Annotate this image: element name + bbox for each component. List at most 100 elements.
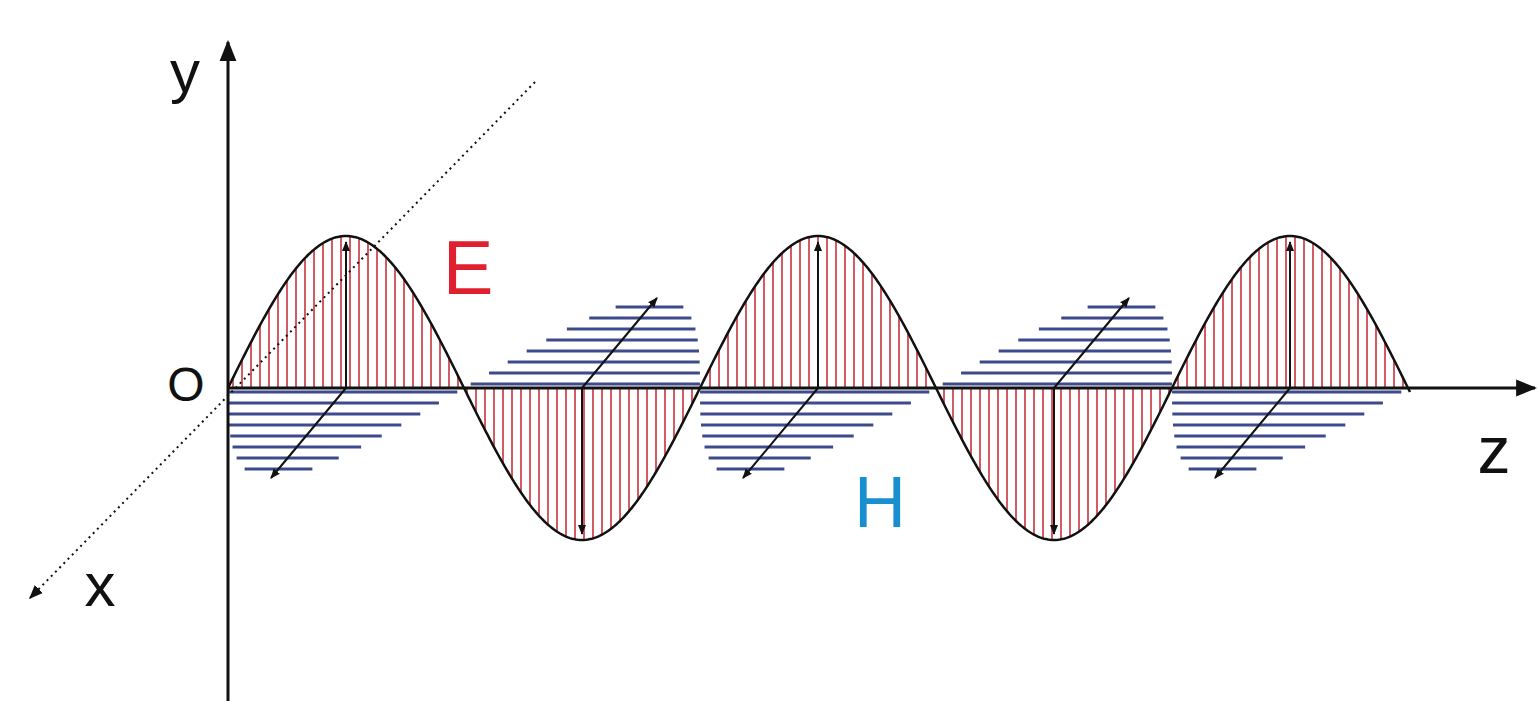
e-hatch-line: [970, 388, 972, 456]
e-hatch-line: [529, 388, 531, 505]
e-hatch-line: [1042, 388, 1044, 538]
e-hatch-line: [1123, 388, 1125, 479]
e-hatch-line: [1051, 388, 1053, 540]
e-hatch-line: [988, 388, 990, 487]
e-hatch-line: [403, 279, 405, 388]
e-hatch-line: [340, 236, 342, 388]
e-hatch-line: [304, 258, 306, 388]
e-hatch-line: [961, 388, 963, 440]
e-vector-arrow: [1289, 242, 1291, 388]
e-hatch-line: [1375, 325, 1377, 388]
e-hatch-line: [547, 388, 549, 525]
e-hatch-line: [1294, 236, 1296, 388]
e-hatch-line: [1024, 388, 1026, 529]
e-hatch-line: [493, 388, 495, 447]
e-hatch-line: [1258, 249, 1260, 388]
e-hatch-line: [574, 388, 576, 539]
e-hatch-line: [718, 350, 720, 388]
e-hatch-line: [835, 240, 837, 388]
e-hatch-line: [1276, 238, 1278, 388]
e-hatch-line: [952, 388, 954, 422]
e-hatch-line: [1141, 388, 1143, 447]
e-hatch-line: [565, 388, 567, 537]
e-hatch-line: [1105, 388, 1107, 505]
e-hatch-line: [682, 388, 684, 422]
e-hatch-line: [907, 333, 909, 388]
e-hatch-line: [1132, 388, 1134, 463]
e-hatch-line: [772, 262, 774, 388]
e-hatch-line: [268, 309, 270, 388]
e-hatch-line: [1033, 388, 1035, 535]
e-hatch-line: [736, 316, 738, 388]
h-vector-arrow: [743, 388, 818, 478]
e-hatch-line: [502, 388, 504, 463]
origin-label: O: [167, 361, 204, 409]
e-hatch-line: [1087, 388, 1089, 525]
e-hatch-line: [1186, 358, 1188, 388]
e-hatch-line: [619, 388, 621, 521]
h-vector-arrow: [582, 298, 657, 388]
e-hatch-line: [844, 246, 846, 388]
e-hatch-line: [808, 237, 810, 388]
e-hatch-line: [745, 301, 747, 388]
e-hatch-line: [1069, 388, 1071, 537]
e-hatch-line: [358, 238, 360, 388]
e-hatch-line: [313, 250, 315, 388]
e-hatch-line: [556, 388, 558, 532]
x-axis: [30, 82, 535, 598]
e-hatch-line: [1060, 388, 1062, 539]
e-hatch-line: [1285, 236, 1287, 388]
e-hatch-line: [979, 388, 981, 472]
e-vector-arrow: [817, 242, 819, 388]
e-hatch-line: [1357, 294, 1359, 388]
e-hatch-line: [367, 242, 369, 388]
e-hatch-line: [439, 340, 441, 388]
e-hatch-line: [385, 257, 387, 388]
field-vectors: [271, 242, 1290, 534]
e-hatch-line: [1096, 388, 1098, 516]
e-hatch-line: [1330, 258, 1332, 388]
e-hatch-line: [1393, 360, 1395, 388]
e-hatch-line: [1348, 281, 1350, 388]
e-hatch-line: [853, 253, 855, 388]
e-hatch-line: [898, 316, 900, 388]
e-hatch-line: [349, 236, 351, 388]
e-hatch-line: [511, 388, 513, 479]
e-hatch-line: [1222, 293, 1224, 388]
e-hatch-line: [1213, 307, 1215, 388]
e-hatch-line: [763, 274, 765, 388]
e-hatch-line: [1015, 388, 1017, 521]
e-hatch-line: [1303, 239, 1305, 388]
e-hatch-line: [520, 388, 522, 493]
e-hatch-line: [295, 268, 297, 388]
e-hatch-line: [1339, 268, 1341, 388]
e-hatch-line: [331, 239, 333, 388]
z-axis: [228, 387, 1535, 390]
e-hatch-line: [1366, 309, 1368, 388]
e-hatch-line: [538, 388, 540, 516]
e-hatch-line: [241, 360, 243, 388]
e-hatch-line: [1384, 342, 1386, 388]
e-hatch-line: [430, 323, 432, 388]
e-vector-arrow: [345, 242, 347, 388]
e-hatch-line: [1006, 388, 1008, 511]
e-hatch-line: [628, 388, 630, 511]
e-hatch-line: [655, 388, 657, 472]
e-hatch-line: [448, 358, 450, 388]
e-hatch-line: [1312, 243, 1314, 388]
e-hatch-line: [1249, 257, 1251, 388]
e-hatch-line: [1150, 388, 1152, 430]
e-hatch-line: [790, 246, 792, 388]
e-hatch-line: [997, 388, 999, 500]
e-hatch-line: [637, 388, 639, 500]
e-hatch-line: [394, 267, 396, 388]
e-hatch-line: [1321, 250, 1323, 388]
e-hatch-line: [484, 388, 486, 430]
e-hatch-line: [826, 237, 828, 388]
e-hatch-line: [889, 301, 891, 388]
e-hatch-line: [871, 274, 873, 388]
e-hatch-line: [1267, 242, 1269, 388]
e-hatch-line: [1204, 323, 1206, 388]
e-hatch-line: [592, 388, 594, 538]
